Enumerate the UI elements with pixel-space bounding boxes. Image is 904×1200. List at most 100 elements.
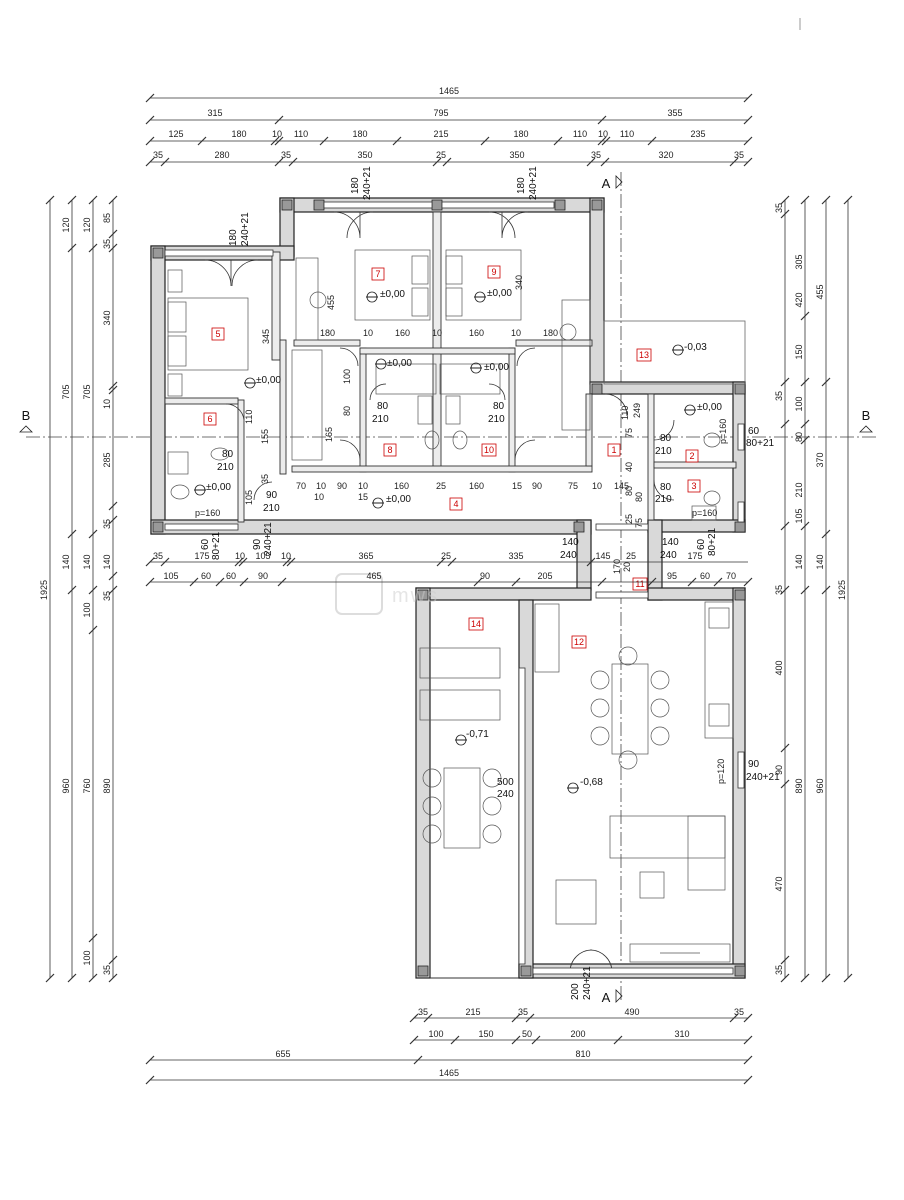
window-label: 240+21 xyxy=(528,166,539,200)
toilet-icon xyxy=(170,484,190,500)
dim-text: 400 xyxy=(774,660,784,675)
dim-text: 35 xyxy=(102,519,112,529)
window-label: 80+21 xyxy=(746,438,775,449)
svg-text:105: 105 xyxy=(163,571,178,581)
window-label: 200 xyxy=(570,983,581,1000)
room-tag-7: 7 xyxy=(371,267,385,281)
door-label: 90 xyxy=(266,490,278,501)
svg-text:145: 145 xyxy=(595,551,610,561)
room-tag-5: 5 xyxy=(211,327,225,341)
mid-dimension-chains xyxy=(145,557,753,587)
lounger-icon xyxy=(419,689,501,721)
dim-text: 110 xyxy=(294,129,308,139)
sink-icon xyxy=(210,447,230,461)
dim-text: 890 xyxy=(794,778,804,793)
bed-icon xyxy=(354,249,431,321)
dim-text: 35 xyxy=(153,150,163,160)
dim-text: 35 xyxy=(774,391,784,401)
svg-text:655: 655 xyxy=(275,1049,290,1059)
right-dimension-text: 35 35 35 400 90 470 35 305 420 150 100 8… xyxy=(774,203,847,975)
lounger-icon xyxy=(419,647,501,679)
door-label: 80 xyxy=(660,482,672,493)
dim-text: 470 xyxy=(774,876,784,891)
level-marker-room-5: ±0,00 xyxy=(244,375,281,389)
mid-dimension-text: 35 175 10 105 10 365 25 335 105 60 60 90… xyxy=(153,551,736,581)
coffee-table-icon xyxy=(639,871,665,899)
svg-text:±0,00: ±0,00 xyxy=(387,358,412,369)
room-tag-1: 1 xyxy=(607,443,621,457)
wall-corner-blocks xyxy=(152,199,746,977)
level-markers: ±0,00 ±0,00 ±0,00 ±0,00 ±0,00 ±0,00 ±0,0… xyxy=(194,288,722,794)
dim-text: 140 xyxy=(794,554,804,569)
window-label: 90 xyxy=(252,538,263,550)
door-label: 240 xyxy=(560,550,577,561)
dim-text: 100 xyxy=(82,950,92,965)
svg-text:110: 110 xyxy=(244,410,254,424)
window-label: 90 xyxy=(748,759,760,770)
dim-text: 140 xyxy=(82,554,92,569)
svg-text:±0,00: ±0,00 xyxy=(386,494,411,505)
svg-text:±0,00: ±0,00 xyxy=(206,482,231,493)
svg-text:1465: 1465 xyxy=(439,1068,459,1078)
toilet-icon xyxy=(703,432,721,448)
svg-text:80: 80 xyxy=(342,406,352,416)
svg-text:215: 215 xyxy=(465,1007,480,1017)
dim-text: 285 xyxy=(102,452,112,467)
svg-text:80: 80 xyxy=(624,486,634,496)
terrace-outline xyxy=(603,320,746,385)
dim-text: 120 xyxy=(82,217,92,232)
level-marker-room-2: ±0,00 xyxy=(684,402,722,416)
dim-text: 420 xyxy=(794,292,804,307)
dim-text: 355 xyxy=(667,108,682,118)
room-tag-10: 10 xyxy=(481,443,497,457)
svg-text:90: 90 xyxy=(337,481,347,491)
svg-text:75: 75 xyxy=(624,428,634,438)
svg-text:170: 170 xyxy=(612,559,622,574)
svg-text:20: 20 xyxy=(622,562,632,572)
door-label: 80 xyxy=(377,401,389,412)
room-tag-9: 9 xyxy=(487,265,501,279)
svg-text:8: 8 xyxy=(387,445,392,455)
section-arrow-icon xyxy=(19,425,33,433)
room-tag-6: 6 xyxy=(203,412,217,426)
section-arrow-icon xyxy=(859,425,873,433)
watermark: mws xyxy=(335,573,437,615)
window-label: 240+21 xyxy=(746,772,780,783)
dim-total-left: 1925 xyxy=(39,580,49,600)
door-label: 210 xyxy=(217,462,234,473)
left-dimension-text: 1925 120 705 140 960 120 705 140 100 760… xyxy=(39,213,112,975)
dim-text: 180 xyxy=(352,129,367,139)
svg-text:180: 180 xyxy=(320,328,335,338)
dim-text: 235 xyxy=(690,129,705,139)
dim-text: 10 xyxy=(102,399,112,409)
svg-text:75: 75 xyxy=(634,518,644,528)
svg-text:40: 40 xyxy=(624,462,634,472)
left-dimension-chains xyxy=(45,195,118,983)
svg-text:70: 70 xyxy=(296,481,306,491)
svg-text:180: 180 xyxy=(543,328,558,338)
bottom-dimension-text: 35 215 35 490 35 100 150 50 200 310 655 … xyxy=(275,1007,744,1078)
door-label: 240 xyxy=(660,550,677,561)
svg-text:160: 160 xyxy=(395,328,410,338)
svg-text:7: 7 xyxy=(375,269,380,279)
dim-total-right: 1925 xyxy=(837,580,847,600)
svg-text:25: 25 xyxy=(441,551,451,561)
svg-text:35: 35 xyxy=(153,551,163,561)
room-tag-8: 8 xyxy=(383,443,397,457)
dim-total-top: 1465 xyxy=(439,86,459,96)
level-marker-room-12: -0,68 xyxy=(567,777,603,794)
svg-text:35: 35 xyxy=(518,1007,528,1017)
door-label: 80 xyxy=(660,433,672,444)
svg-text:105: 105 xyxy=(255,551,270,561)
furniture xyxy=(167,249,734,963)
dim-text: 140 xyxy=(815,554,825,569)
window-label: 240+21 xyxy=(582,966,593,1000)
svg-text:10: 10 xyxy=(281,551,291,561)
dim-text: 35 xyxy=(774,585,784,595)
dim-text: 35 xyxy=(102,239,112,249)
level-marker-room-10: ±0,00 xyxy=(470,362,509,374)
svg-text:165: 165 xyxy=(324,427,334,442)
window-label: 240+21 xyxy=(240,212,251,246)
dim-text: 315 xyxy=(207,108,222,118)
bed-icon xyxy=(445,249,522,321)
